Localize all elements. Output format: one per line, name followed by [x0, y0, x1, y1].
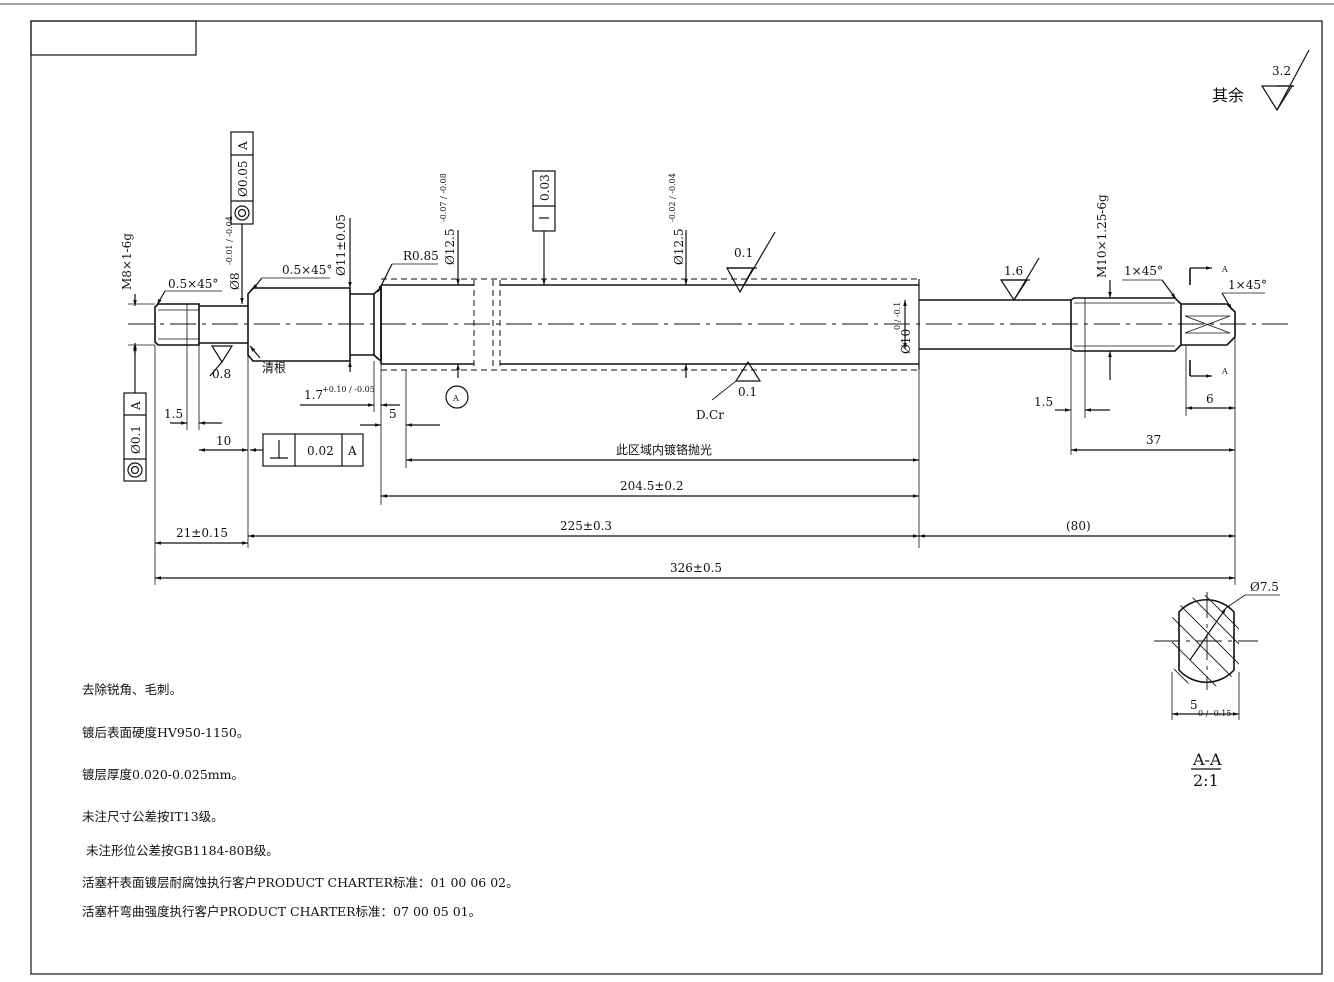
- roughness-general-value: 3.2: [1272, 64, 1291, 78]
- d-204-5: 204.5±0.2: [620, 479, 684, 493]
- dia125a-tol: -0.07 / -0.08: [439, 173, 448, 222]
- straightness-value: 0.03: [538, 174, 552, 201]
- technical-notes: 去除锐角、毛刺。 镀后表面硬度HV950-1150。 镀层厚度0.020-0.0…: [82, 682, 519, 919]
- d-6: 6: [1206, 392, 1214, 406]
- runout-datum: A: [129, 401, 143, 411]
- right-dimensions: Ø10 0 / -0.1 1.6 M10×1.25-6g 1×45° 1×45°…: [893, 194, 1267, 585]
- shaft-profile: [128, 278, 1292, 371]
- runout-value: Ø0.1: [129, 425, 143, 454]
- note-7: 活塞杆弯曲强度执行客户PRODUCT CHARTER标准：07 00 05 01…: [82, 904, 481, 919]
- rough-01-top-label: 0.1: [734, 246, 753, 260]
- perp-value: 0.02: [307, 444, 334, 458]
- section-title: A-A: [1192, 750, 1222, 769]
- rough-16-label: 1.6: [1004, 264, 1023, 278]
- sec-flat-label: 5: [1190, 698, 1198, 712]
- roughness-general-label: 其余: [1212, 86, 1244, 105]
- dia125b-tol: -0.02 / -0.04: [668, 173, 677, 222]
- chamfer-right1-label: 1×45°: [1124, 264, 1163, 278]
- note-6: 活塞杆表面镀层耐腐蚀执行客户PRODUCT CHARTER标准：01 00 06…: [82, 875, 519, 890]
- runout-frame-left: Ø0.1 A: [123, 345, 147, 482]
- chamfer-mid-label: 0.5×45°: [282, 263, 332, 277]
- dia125b-label: Ø12.5: [672, 228, 686, 265]
- note-5: 未注形位公差按GB1184-80B级。: [86, 843, 279, 858]
- d-10: 10: [216, 434, 231, 448]
- dia11-label: Ø11±0.05: [334, 214, 348, 276]
- d-225: 225±0.3: [560, 519, 612, 533]
- note-1: 去除锐角、毛刺。: [82, 682, 182, 697]
- d-21: 21±0.15: [176, 526, 228, 540]
- drawing-border: [30, 20, 1323, 975]
- coaxial-left-datum: A: [236, 141, 250, 151]
- straightness-frame: 0.03: [532, 170, 556, 285]
- perp-datum: A: [347, 444, 357, 458]
- d-1-5-left: 1.5: [164, 407, 183, 421]
- roughness-general: 其余 3.2: [1212, 49, 1310, 112]
- qinggen-label: 清根: [262, 361, 286, 375]
- d-326: 326±0.5: [670, 561, 722, 575]
- dia10-label: Ø10: [899, 329, 913, 354]
- title-block-box: [30, 20, 197, 56]
- dia8-label: Ø8: [228, 273, 242, 290]
- chamfer-left-label: 0.5×45°: [168, 277, 218, 291]
- d-5: 5: [389, 407, 397, 421]
- d-80: (80): [1066, 519, 1091, 533]
- left-dimensions: M8×1-6g 0.5×45° Ø8 -0.01 / -0.04 0.5×45°…: [120, 173, 469, 548]
- middle-dimensions: Ø12.5 -0.02 / -0.04 0.1 0.1 D.Cr 此区域内镀铬抛…: [154, 173, 1235, 585]
- sec-dia-label: Ø7.5: [1250, 580, 1279, 594]
- rough-01-bot-label: 0.1: [738, 385, 757, 399]
- d-1-7: 1.7: [304, 388, 323, 402]
- perpendicularity-frame: 0.02 A: [250, 433, 364, 467]
- note-4: 未注尺寸公差按IT13级。: [82, 809, 224, 824]
- note-3: 镀层厚度0.020-0.025mm。: [82, 767, 244, 782]
- dia8-tol: -0.01 / -0.04: [225, 216, 234, 265]
- coaxiality-frame-left: Ø0.05 A: [230, 131, 254, 304]
- section-mark-top: A: [1221, 265, 1228, 274]
- dia125a-label: Ø12.5: [443, 228, 457, 265]
- detail-circle-label: A: [452, 394, 459, 403]
- section-mark-bottom: A: [1221, 367, 1228, 376]
- sec-flat-tol: 0 / -0.15: [1198, 709, 1231, 718]
- section-view-a-a: Ø7.5 5 0 / -0.15 A-A 2:1: [1154, 580, 1280, 790]
- thread-right-label: M10×1.25-6g: [1095, 194, 1109, 278]
- dcr-label: D.Cr: [696, 408, 724, 422]
- section-scale: 2:1: [1193, 771, 1219, 790]
- thread-left-label: M8×1-6g: [120, 233, 134, 290]
- chamfer-right2-label: 1×45°: [1228, 278, 1267, 292]
- coaxial-left-value: Ø0.05: [236, 160, 250, 197]
- note-2: 镀后表面硬度HV950-1150。: [82, 725, 249, 740]
- d-1-7-tol: +0.10 / -0.05: [322, 385, 375, 394]
- rough-08-label: 0.8: [212, 367, 231, 381]
- d-37: 37: [1146, 433, 1161, 447]
- chrome-zone-label: 此区域内镀铬抛光: [616, 442, 712, 457]
- r085-label: R0.85: [403, 249, 439, 263]
- dia10-tol: 0 / -0.1: [893, 302, 902, 330]
- d-1-5-right: 1.5: [1034, 395, 1053, 409]
